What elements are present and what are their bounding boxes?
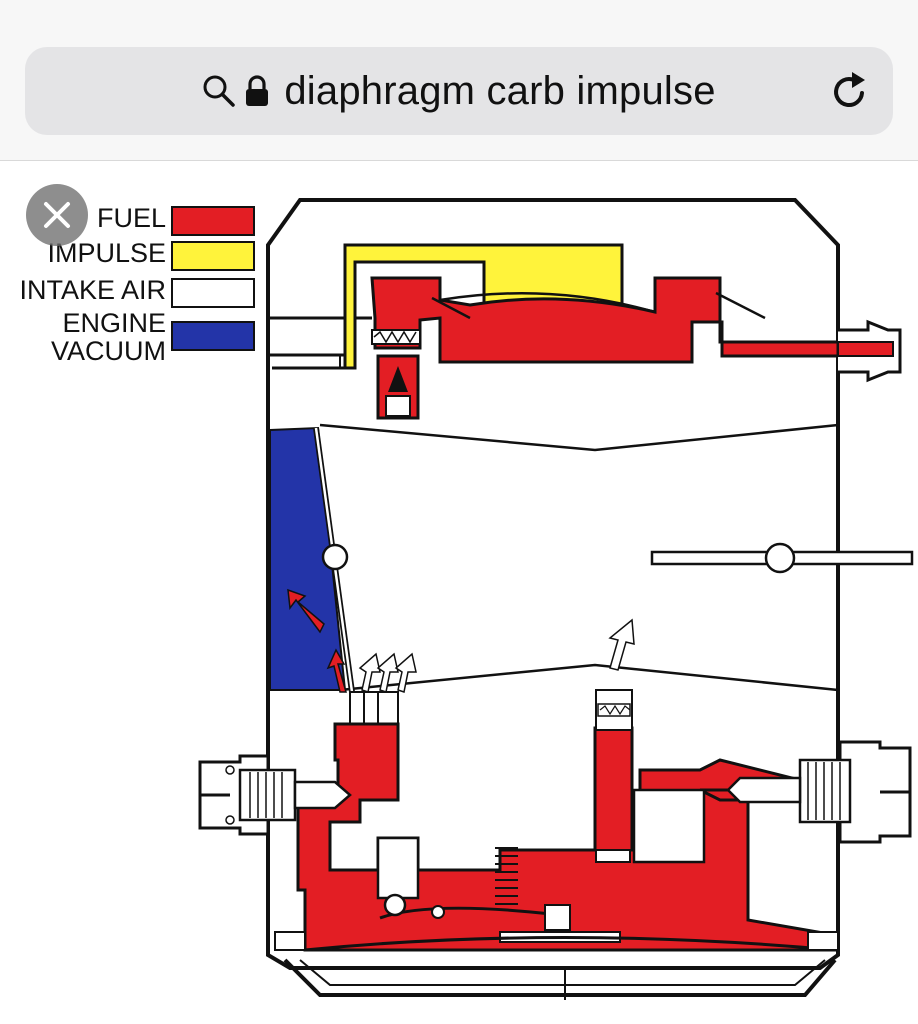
address-bar-content: diaphragm carb impulse xyxy=(25,47,893,135)
legend-fuel-label: FUEL xyxy=(96,203,166,233)
legend-engine-vacuum-swatch xyxy=(171,321,255,351)
legend-intake-air-swatch xyxy=(171,278,255,308)
browser-toolbar: diaphragm carb impulse xyxy=(0,0,918,161)
legend-engine-vacuum-label-2: VACUUM xyxy=(50,336,166,366)
image-viewer: FUEL IMPULSE INTAKE AIR ENGINE VACUUM xyxy=(0,161,918,1024)
close-button[interactable] xyxy=(26,184,88,246)
search-icon xyxy=(202,74,236,108)
legend-impulse-swatch xyxy=(171,241,255,271)
legend-intake-air-label: INTAKE AIR xyxy=(19,275,166,305)
close-icon xyxy=(42,200,72,230)
carburetor-diagram xyxy=(198,198,914,1000)
reload-icon[interactable] xyxy=(825,66,875,116)
url-text: diaphragm carb impulse xyxy=(284,68,716,113)
address-bar[interactable]: diaphragm carb impulse xyxy=(25,47,893,135)
legend-engine-vacuum-label-1: ENGINE xyxy=(62,308,166,338)
lock-icon xyxy=(244,74,270,108)
legend-fuel-swatch xyxy=(171,206,255,236)
